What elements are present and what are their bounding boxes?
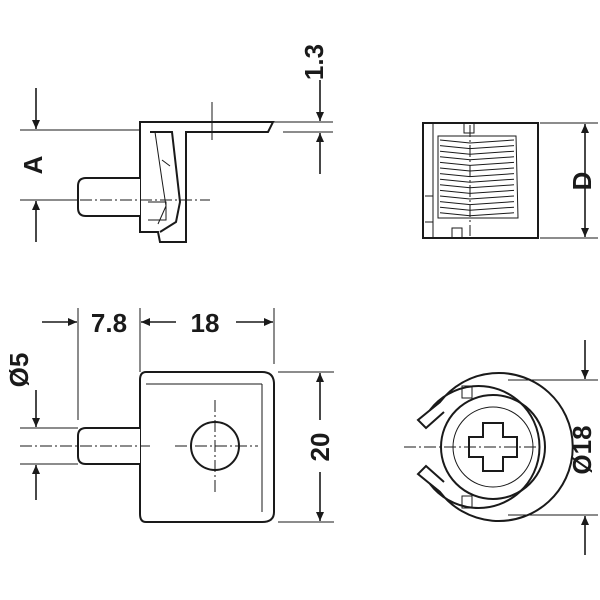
cam-face-view: Ø18	[404, 340, 598, 555]
dim-height-label: 20	[305, 433, 335, 462]
side-view: A	[18, 88, 275, 243]
front-view: Ø5 20	[4, 353, 336, 523]
rib-line	[439, 178, 515, 183]
dim-a-label: A	[18, 155, 48, 174]
dim-d-label: D	[567, 172, 597, 191]
rib-line	[439, 139, 515, 144]
rib-line	[439, 201, 515, 206]
rib-line	[439, 156, 515, 161]
dim-length-label: 18	[191, 308, 220, 338]
dim-offset-label: 7.8	[91, 308, 127, 338]
length-dimensions: 7.8 18	[42, 308, 275, 420]
gap-dimension: 1.3	[211, 44, 333, 174]
dim-diameter-label: Ø18	[567, 425, 597, 474]
dim-gap-label: 1.3	[299, 44, 329, 80]
dim-pin-diameter-label: Ø5	[4, 353, 34, 388]
cylinder-side-view: D	[422, 122, 598, 239]
rib-line	[439, 195, 515, 200]
